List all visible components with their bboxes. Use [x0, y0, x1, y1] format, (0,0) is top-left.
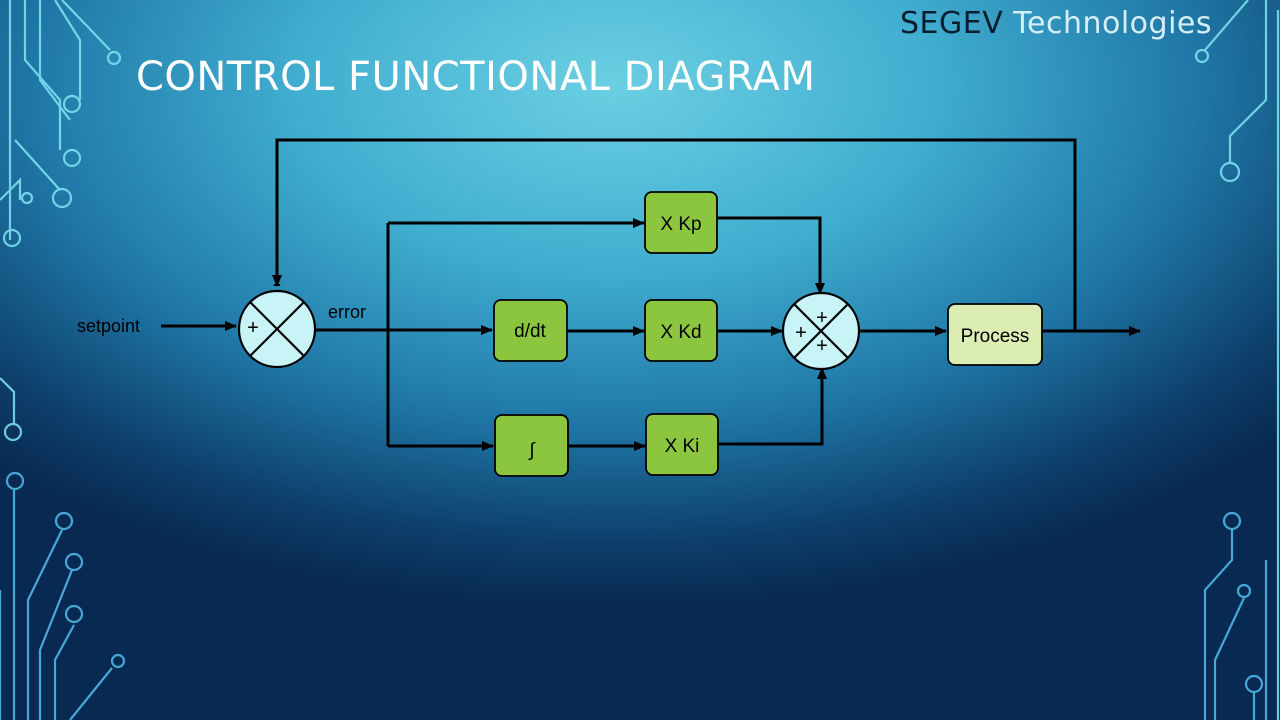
block-derivative-label: d/dt [514, 321, 546, 342]
error-label: error [328, 302, 366, 322]
output-sum-top: + [816, 307, 828, 329]
block-kp: X Kp [644, 191, 718, 254]
brand-logo: SEGEV Technologies [900, 6, 1212, 41]
error-summing-junction: + - [237, 268, 317, 369]
arrow-ki-to-sum [719, 367, 827, 446]
block-integral-label: ∫ [528, 440, 536, 461]
block-integral: ∫ [494, 414, 569, 477]
setpoint-label: setpoint [77, 316, 140, 336]
block-ki-label: X Ki [665, 436, 700, 457]
block-kp-label: X Kp [660, 214, 701, 235]
block-derivative: d/dt [493, 299, 568, 362]
block-process-label: Process [961, 326, 1030, 347]
block-ki: X Ki [645, 413, 719, 476]
output-sum-bottom: + [816, 335, 828, 357]
brand-name: SEGEV [900, 6, 1004, 41]
page-title: CONTROL FUNCTIONAL DIAGRAM [136, 54, 816, 100]
block-kd: X Kd [644, 299, 718, 362]
error-sum-plus: + [247, 317, 259, 339]
error-sum-minus: - [273, 268, 282, 298]
arrow-kp-to-sum [718, 216, 825, 295]
brand-suffix: Technologies [1013, 6, 1212, 41]
block-process: Process [947, 303, 1043, 366]
block-kd-label: X Kd [660, 322, 701, 343]
connections [161, 138, 1141, 451]
feedback-path [272, 138, 1077, 330]
output-summing-junction: + + + [781, 291, 861, 371]
output-sum-left: + [795, 322, 807, 344]
